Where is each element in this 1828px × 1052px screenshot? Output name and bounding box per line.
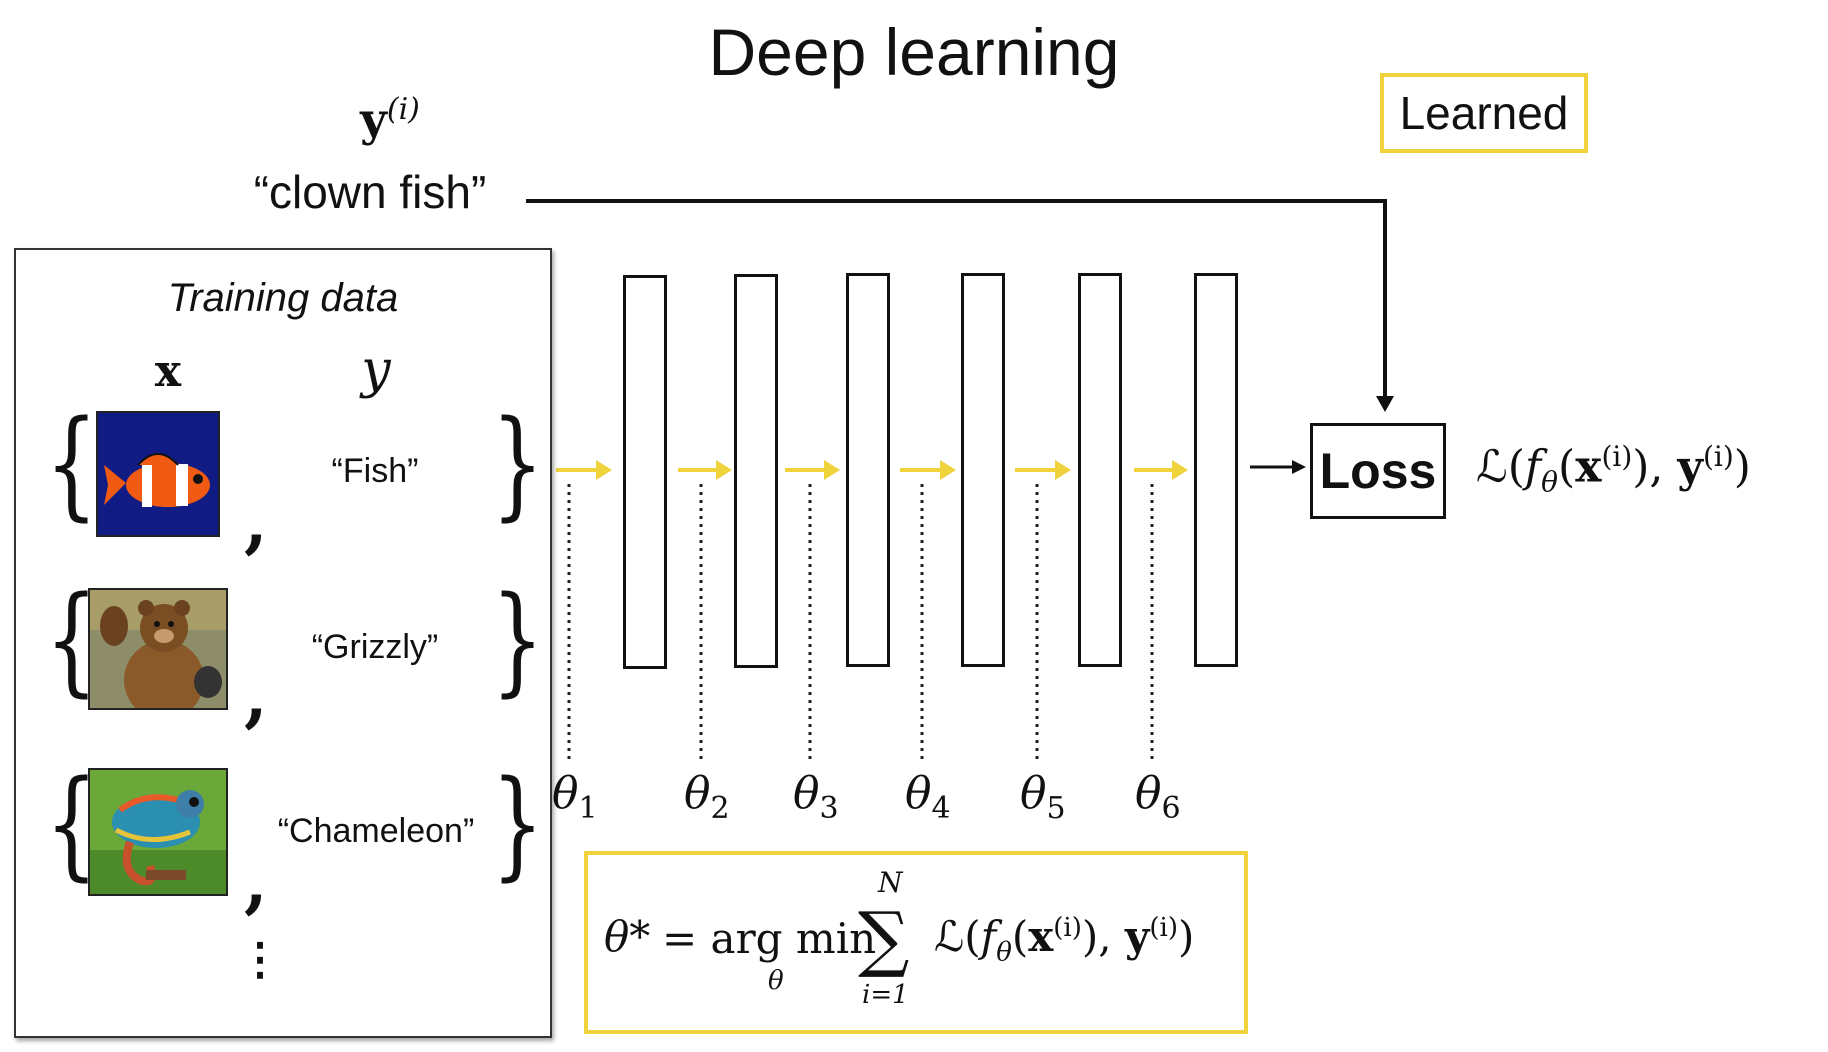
target-arrowhead [1376,396,1394,412]
objective-sum-upper: N [878,866,903,899]
objective-sum-symbol: ∑ [858,896,910,980]
param-theta-6: θ6 [1135,768,1181,826]
target-to-loss-connector [526,199,1387,402]
param-theta-3: θ3 [793,768,839,826]
network-layer-3 [846,273,890,667]
network-layer-2 [734,274,778,668]
loss-box: Loss [1310,423,1446,519]
objective-loss-term: ℒ(fθ(x(i)), y(i)) [934,912,1195,968]
row-1-right-brace: } [491,394,544,532]
row-2-right-brace: } [491,570,544,708]
learned-legend: Learned [1380,73,1588,153]
objective-argmin: = arg min [662,914,877,963]
loss-label: Loss [1319,443,1437,499]
objective-lhs: θ* [604,912,651,961]
chameleon-image [88,768,228,896]
row-3-right-brace: } [491,754,544,892]
row-1-label: “Fish” [331,452,419,490]
row-1-comma: , [244,482,268,562]
more-data-ellipsis: ⋮ [238,935,282,984]
network-layer-1 [623,275,667,669]
y-column-header: y [361,340,391,400]
grizzly-bear-image [88,588,228,710]
network-layer-6 [1194,273,1238,667]
param-theta-5: θ5 [1020,768,1066,826]
loss-formula: ℒ(fθ(x(i)), y(i)) [1476,440,1751,499]
x-column-header: x [154,346,182,397]
param-theta-1: θ1 [552,768,598,826]
row-2-comma: , [244,656,268,736]
row-2-label: “Grizzly” [311,628,439,666]
objective-sum-lower: i=1 [862,980,909,1010]
network-layer-4 [961,273,1005,667]
row-3-label: “Chameleon” [277,812,475,850]
row-1-left-brace: { [45,394,98,532]
target-example-label: “clown fish” [253,166,487,218]
param-theta-2: θ2 [684,768,730,826]
learned-label: Learned [1399,87,1569,139]
objective-box [584,851,1248,1034]
network-layer-5 [1078,273,1122,667]
training-data-title: Training data [167,276,399,320]
target-symbol: y(i) [360,92,420,147]
row-3-comma: , [244,842,268,922]
objective-argmin-sub: θ [768,966,784,996]
clown-fish-image [96,411,220,537]
param-theta-4: θ4 [905,768,951,826]
page-title: Deep learning [708,15,1120,89]
